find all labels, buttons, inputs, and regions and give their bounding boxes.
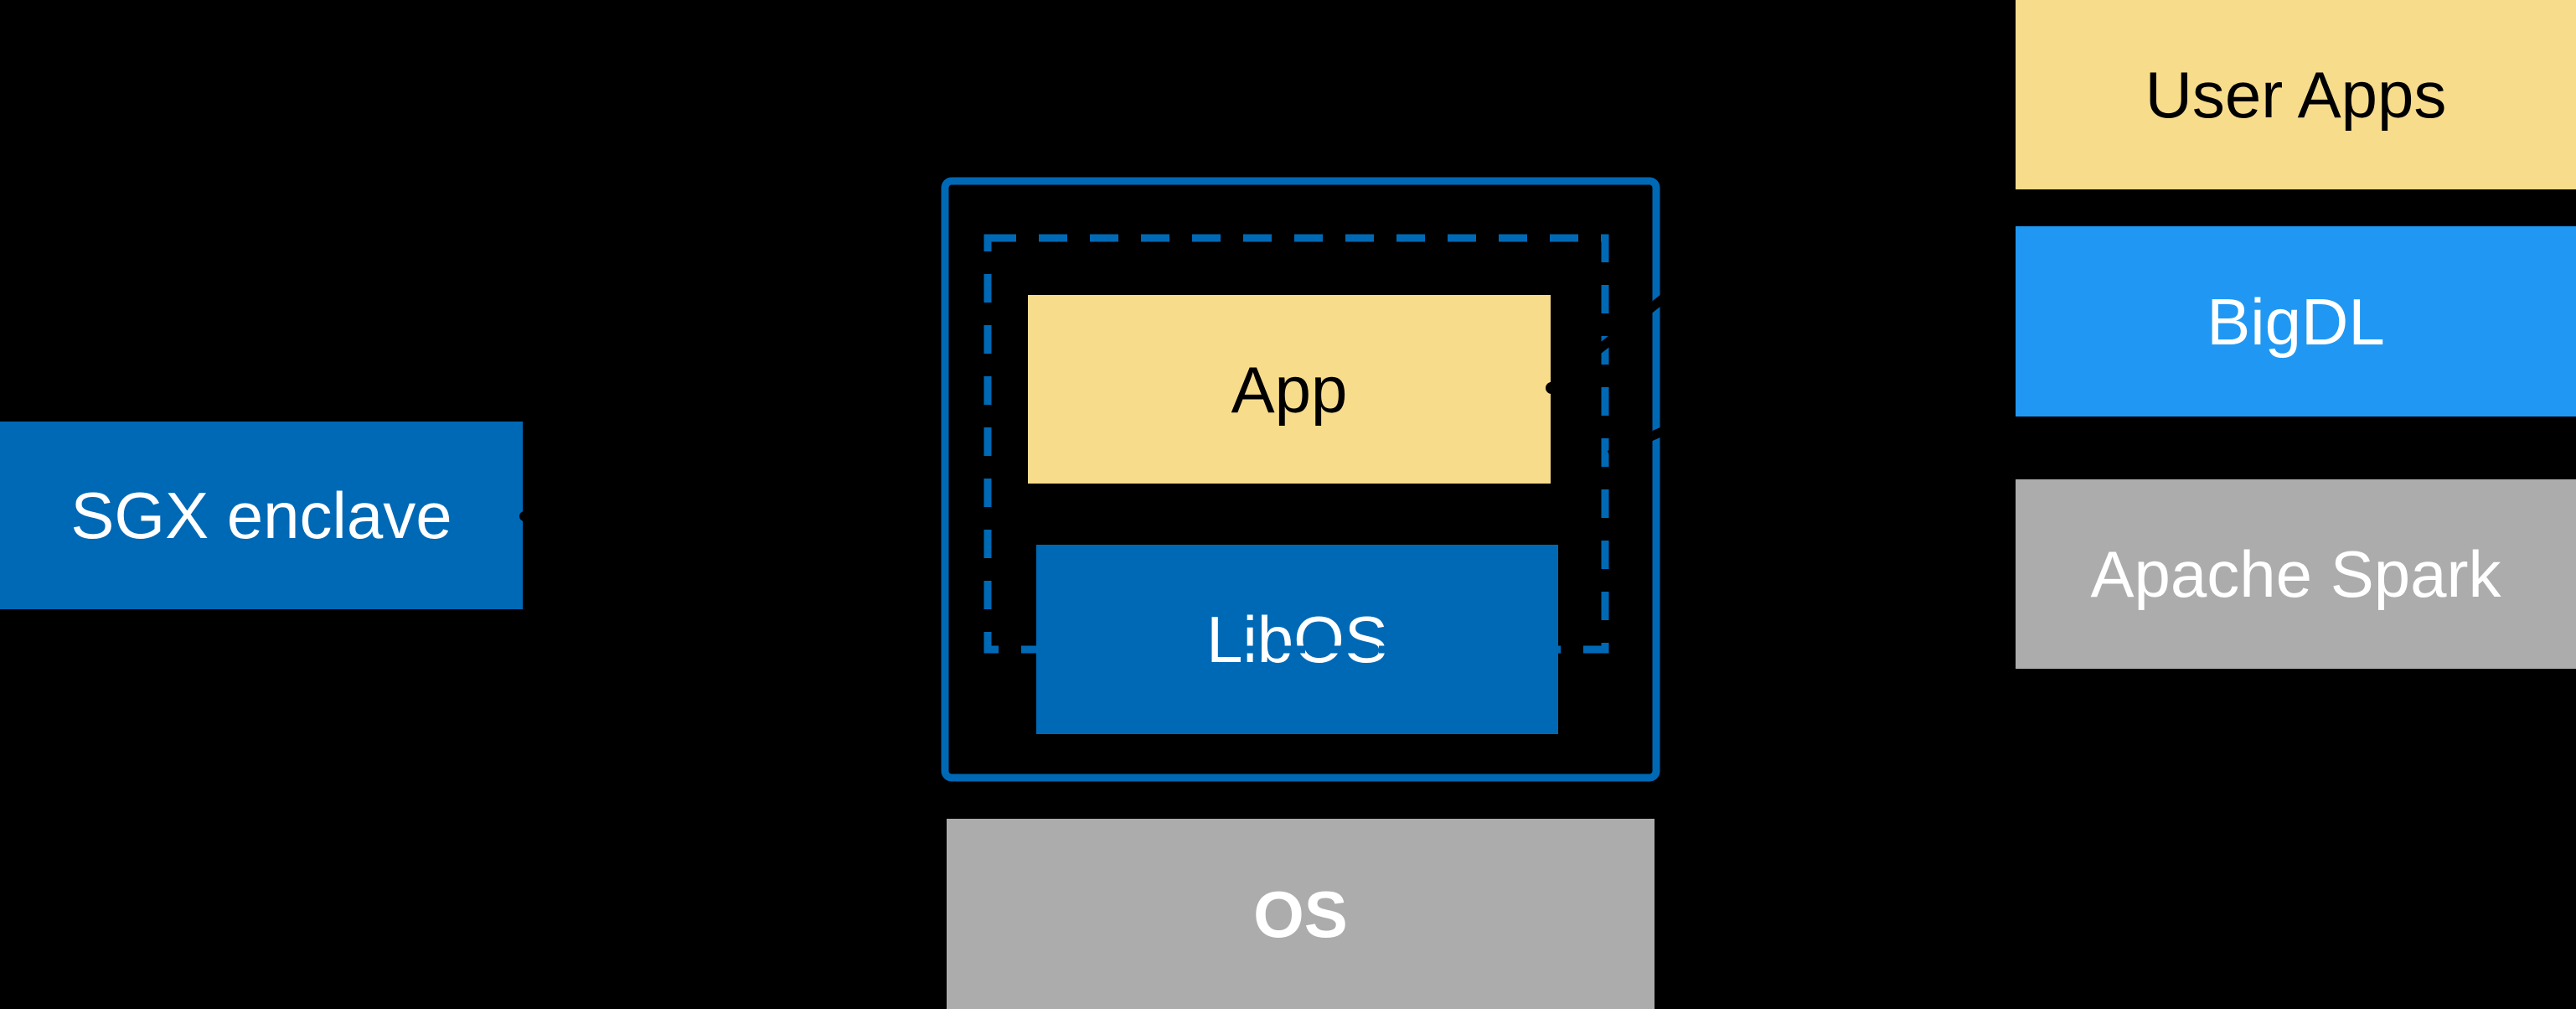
leader-line-to-app xyxy=(1549,228,1750,391)
stack-apache-spark-box: Apache Spark xyxy=(2016,479,2576,669)
stack-bigdl-box: BigDL xyxy=(2016,226,2576,417)
stack-user-apps-box: User Apps xyxy=(2016,0,2576,189)
sgx-enclave-box: SGX enclave xyxy=(0,422,523,609)
app-label: App xyxy=(1231,352,1348,427)
bigdl-label: BigDL xyxy=(2207,284,2385,359)
libos-box: LibOS xyxy=(1036,545,1558,734)
sgx-enclave-label: SGX enclave xyxy=(70,479,452,552)
os-label: OS xyxy=(1253,877,1348,951)
os-box: OS xyxy=(947,819,1655,1009)
apache-spark-label: Apache Spark xyxy=(2090,537,2501,611)
libos-label: LibOS xyxy=(1206,603,1388,676)
user-apps-label: User Apps xyxy=(2145,58,2447,132)
app-box: App xyxy=(1028,295,1551,484)
leader-line-to-boundary xyxy=(1607,389,1749,460)
